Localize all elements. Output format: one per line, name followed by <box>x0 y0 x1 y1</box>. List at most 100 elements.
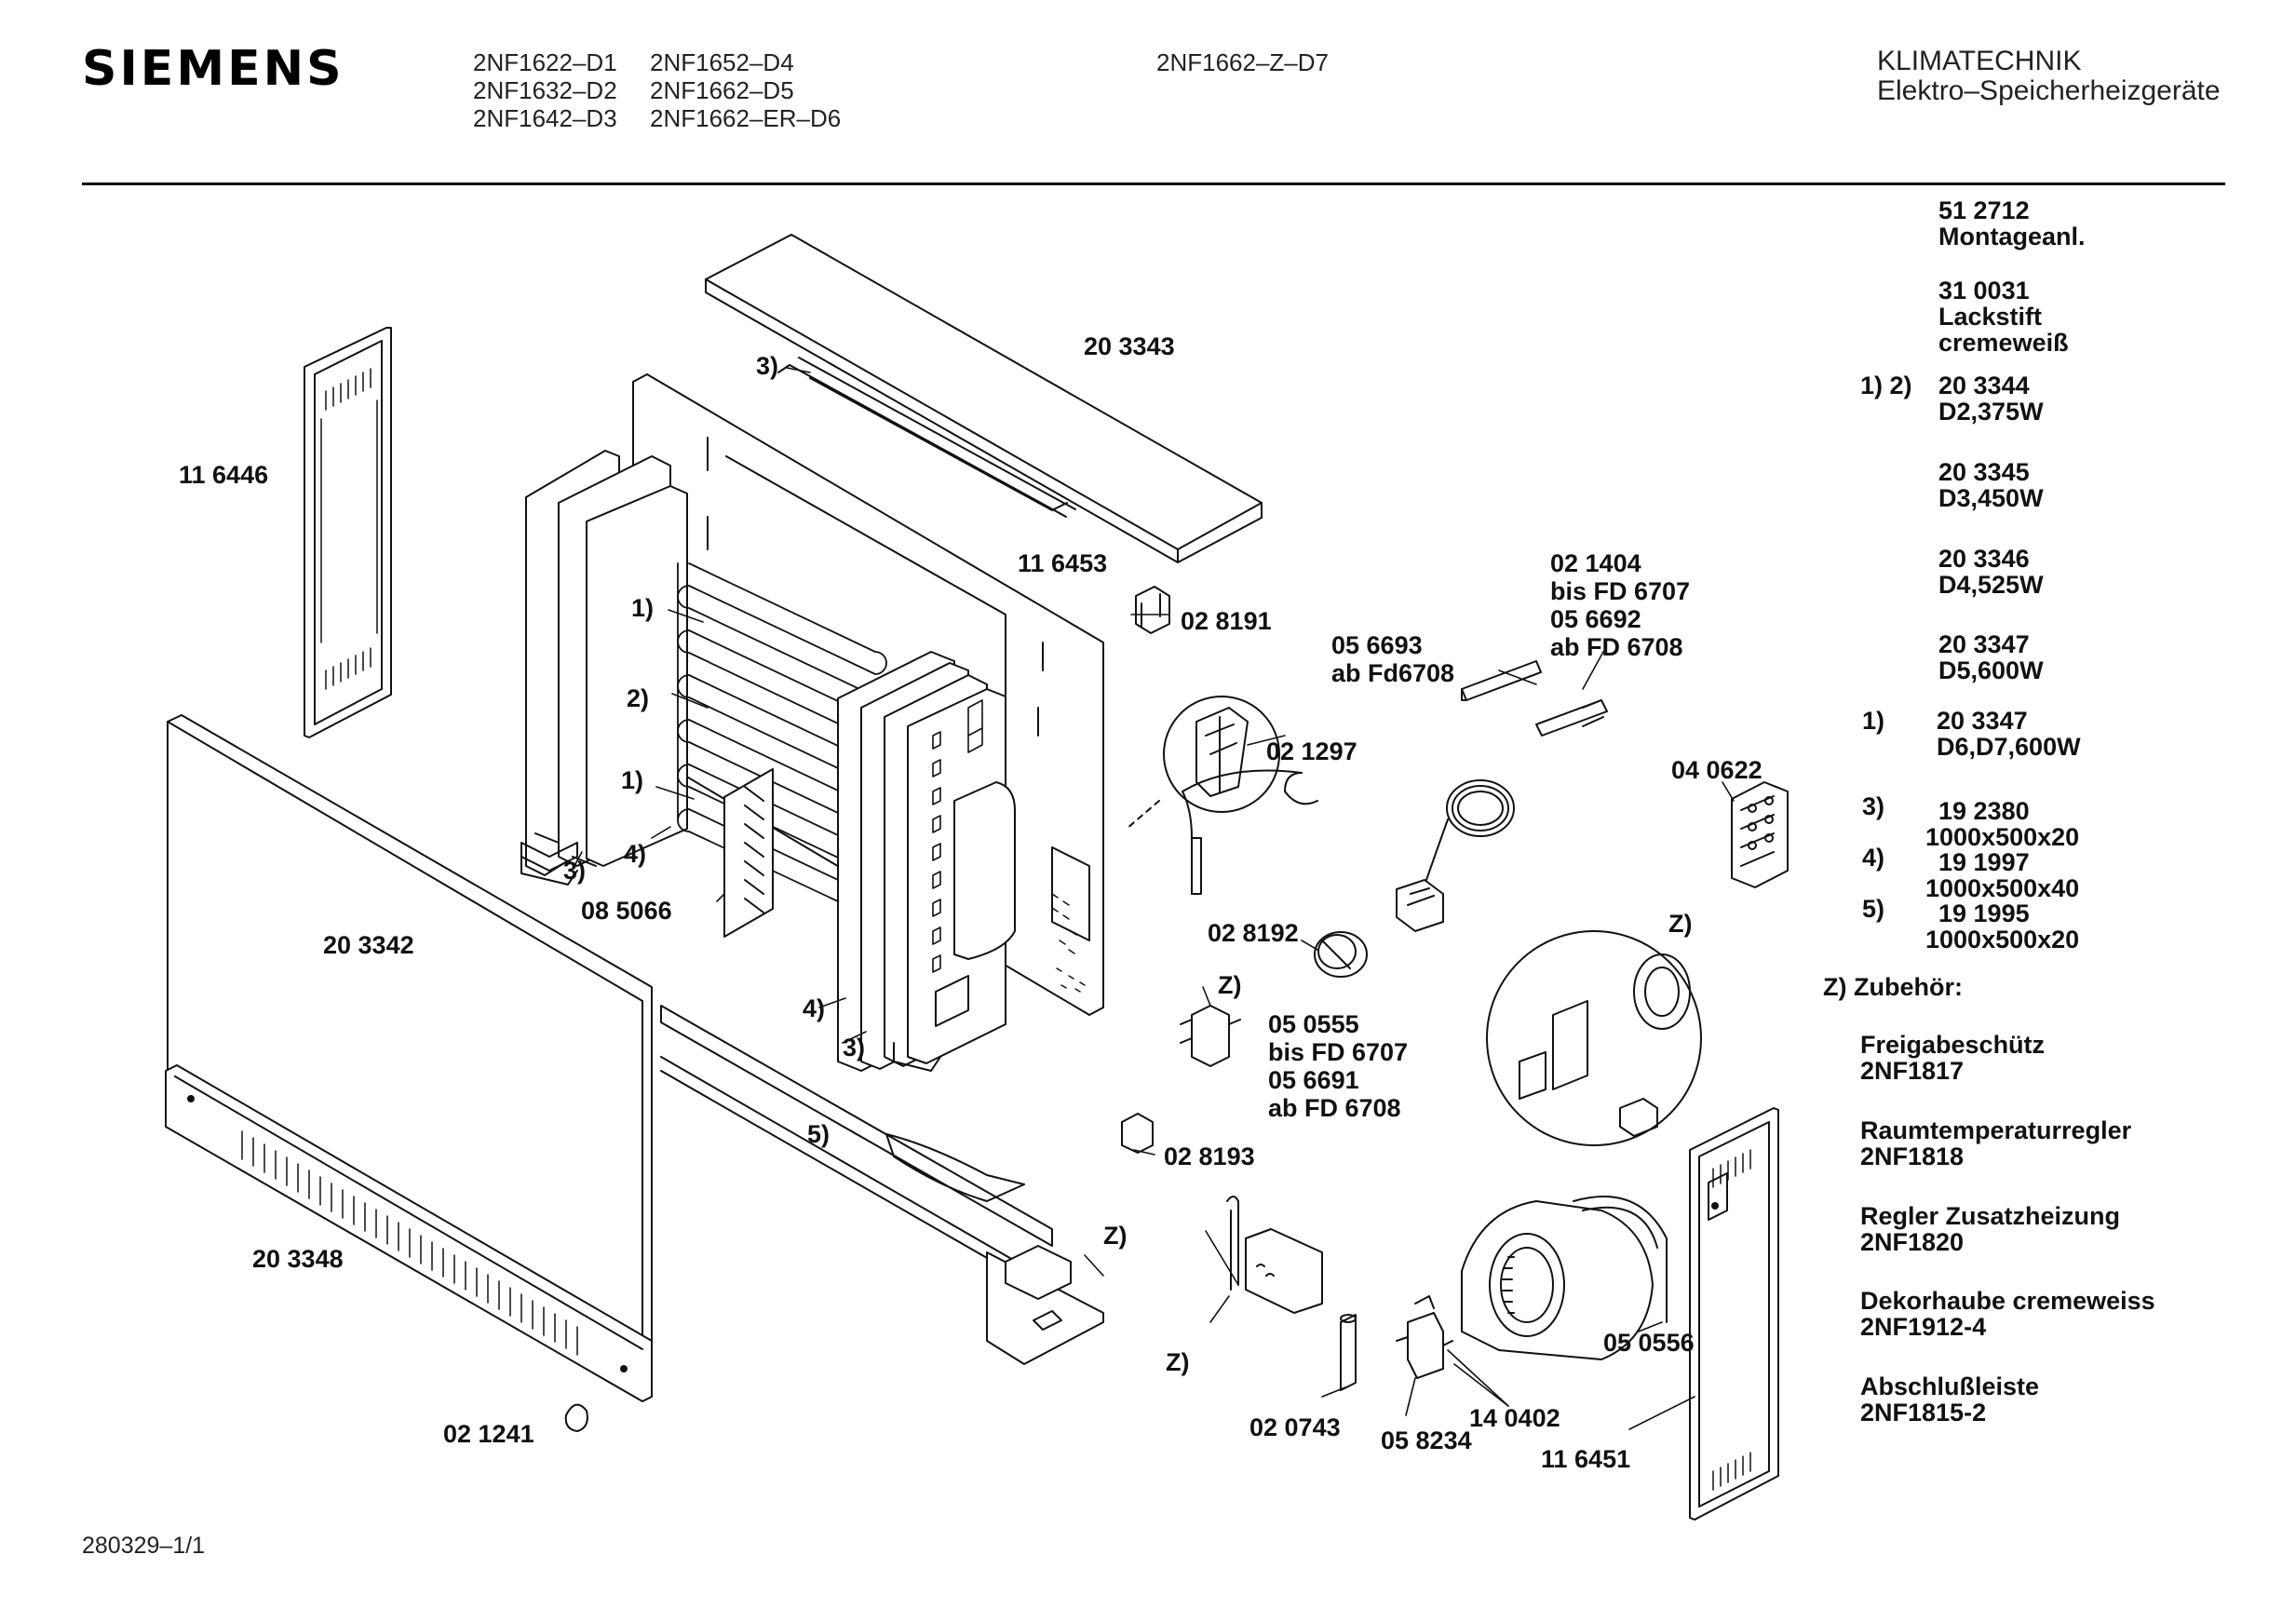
callout-channel: 11 6453 <box>1018 549 1108 577</box>
terminal-block-part <box>1732 782 1788 887</box>
note-marker: 2) <box>627 684 650 712</box>
callout-line: bis FD 6707 <box>1550 577 1691 605</box>
accessory-entry: Freigabeschütz 2NF1817 <box>1860 1032 2045 1084</box>
legend-marker: 5) <box>1862 895 1885 923</box>
regulator-detail-circle <box>1487 931 1701 1145</box>
callout-fuse: 05 6693 ab Fd6708 <box>1331 631 1454 687</box>
legend-entry: 19 1995 1000x500x20 <box>1925 900 2079 953</box>
legend-text: 1000x500x20 <box>1925 926 2080 953</box>
callout-fan-mount: 14 0402 <box>1469 1404 1560 1432</box>
callout-line: ab FD 6708 <box>1268 1094 1401 1122</box>
note-marker: 3) <box>843 1034 866 1061</box>
callout-front-panel: 20 3342 <box>323 931 414 959</box>
accessory-code: 2NF1817 <box>1860 1057 1965 1085</box>
accessories-heading: Z) Zubehör: <box>1823 973 1963 1001</box>
model-item: 2NF1622–D1 <box>473 48 617 76</box>
note-marker: Z) <box>1668 910 1693 938</box>
model-item: 2NF1662–D5 <box>650 76 794 104</box>
legend-text: D4,525W <box>1938 571 2044 599</box>
legend-text: Lackstift <box>1938 303 2043 331</box>
accessory-code: 2NF1818 <box>1860 1143 1965 1170</box>
legend-text: 20 3344 <box>1938 372 2030 399</box>
legend-text: D5,600W <box>1938 656 2044 684</box>
capillary-thermostat-part <box>1182 771 1514 932</box>
legend-text: 31 0031 <box>1938 277 2030 304</box>
legend-marker: 3) <box>1862 792 1885 820</box>
accessory-code: 2NF1815-2 <box>1860 1399 1987 1426</box>
legend-text: Montageanl. <box>1938 223 2086 250</box>
note-marker: 4) <box>803 994 826 1022</box>
callout-line: ab Fd6708 <box>1331 659 1455 687</box>
callout-line: 05 0555 <box>1268 1010 1359 1038</box>
model-list-col1: 2NF1622–D1 2NF1632–D2 2NF1642–D3 <box>473 48 617 132</box>
note-marker: Z) <box>1218 971 1242 999</box>
legend-text: 20 3347 <box>1938 630 2030 658</box>
callout-right-grille: 11 6451 <box>1541 1445 1631 1473</box>
note-marker: 3) <box>563 857 587 885</box>
accessory-entry: Dekorhaube cremeweiss 2NF1912-4 <box>1860 1288 2155 1340</box>
clip-part <box>1136 587 1169 633</box>
document-code: 280329–1/1 <box>82 1533 206 1559</box>
category-subtitle: Elektro–Speicherheizgeräte <box>1877 75 2221 106</box>
model-item: 2NF1642–D3 <box>473 104 617 132</box>
legend-entry: 19 1997 1000x500x40 <box>1925 849 2079 901</box>
note-marker: 4) <box>624 840 647 868</box>
spacer-comb-part <box>724 769 773 937</box>
cartridge-fuse-part <box>1341 1315 1356 1390</box>
front-insulation-bricks-part <box>838 652 1015 1071</box>
callout-line: ab FD 6708 <box>1550 633 1683 661</box>
legend-text: 1000x500x20 <box>1925 823 2080 851</box>
note-marker: 1) <box>621 766 644 794</box>
callout-thermostat-switch: 05 8234 <box>1381 1426 1472 1454</box>
callout-terminal-block: 04 0622 <box>1671 756 1763 784</box>
accessory-name: Freigabeschütz <box>1860 1031 2046 1059</box>
legend-entry: 20 3344 D2,375W <box>1938 372 2044 425</box>
callout-line: 05 6693 <box>1331 631 1423 659</box>
callout-fuse-holder: 02 1404 bis FD 6707 05 6692 ab FD 6708 <box>1550 549 1690 661</box>
foot-knob-part <box>566 1405 588 1431</box>
model-item: 2NF1662–ER–D6 <box>650 104 842 132</box>
callout-contactor: 05 0555 bis FD 6707 05 6691 ab FD 6708 <box>1268 1010 1408 1122</box>
legend-text: 1000x500x40 <box>1925 874 2080 902</box>
legend-text: D6,D7,600W <box>1937 733 2081 761</box>
thermostat-detail-circle <box>1127 696 1279 829</box>
legend-text: 20 3347 <box>1937 707 2028 735</box>
legend-entry: 20 3345 D3,450W <box>1938 459 2044 511</box>
note-marker: 3) <box>756 352 779 380</box>
accessory-name: Dekorhaube cremeweiss <box>1860 1287 2155 1315</box>
callout-line: 02 1404 <box>1550 549 1641 577</box>
side-grille-panel-part <box>304 328 391 737</box>
note-marker: Z) <box>1103 1222 1128 1250</box>
legend-entry: 51 2712 Montageanl. <box>1938 197 2086 250</box>
category-title: KLIMATECHNIK <box>1877 46 2082 76</box>
front-grille-strip-part <box>166 1065 652 1401</box>
small-clip-part <box>1122 1114 1153 1153</box>
note-marker: 5) <box>807 1120 831 1148</box>
thermostat-switch-part <box>1397 1296 1452 1378</box>
callout-spacer-comb: 08 5066 <box>581 897 672 925</box>
legend-text: 19 1997 <box>1938 848 2030 876</box>
callout-line: 05 6692 <box>1550 605 1641 633</box>
accessory-name: Raumtemperaturregler <box>1860 1116 2132 1144</box>
model-item: 2NF1632–D2 <box>473 76 617 104</box>
callout-cartridge-fuse: 02 0743 <box>1249 1413 1341 1441</box>
model-list-col2: 2NF1652–D4 2NF1662–D5 2NF1662–ER–D6 <box>650 48 841 132</box>
callout-line: 05 6691 <box>1268 1066 1359 1094</box>
callout-small-clip: 02 8193 <box>1164 1143 1255 1170</box>
legend-entry: 20 3347 D6,D7,600W <box>1937 708 2081 760</box>
accessory-name: Regler Zusatzheizung <box>1860 1202 2121 1230</box>
legend-entry: 19 2380 1000x500x20 <box>1925 798 2079 850</box>
fuse-holder-part <box>1462 661 1607 736</box>
callout-clip: 02 8191 <box>1181 607 1272 635</box>
insulation-strip-part <box>778 358 1075 517</box>
header-divider <box>82 183 2225 185</box>
note-marker: 1) <box>631 594 655 622</box>
legend-marker: 4) <box>1862 844 1885 872</box>
accessory-entry: Raumtemperaturregler 2NF1818 <box>1860 1117 2131 1170</box>
legend-marker: 1) <box>1862 707 1885 735</box>
contactor-part <box>1181 1006 1240 1066</box>
legend-text: 20 3345 <box>1938 458 2030 486</box>
legend-text: D2,375W <box>1938 398 2044 426</box>
legend-entry: 20 3346 D4,525W <box>1938 546 2044 598</box>
